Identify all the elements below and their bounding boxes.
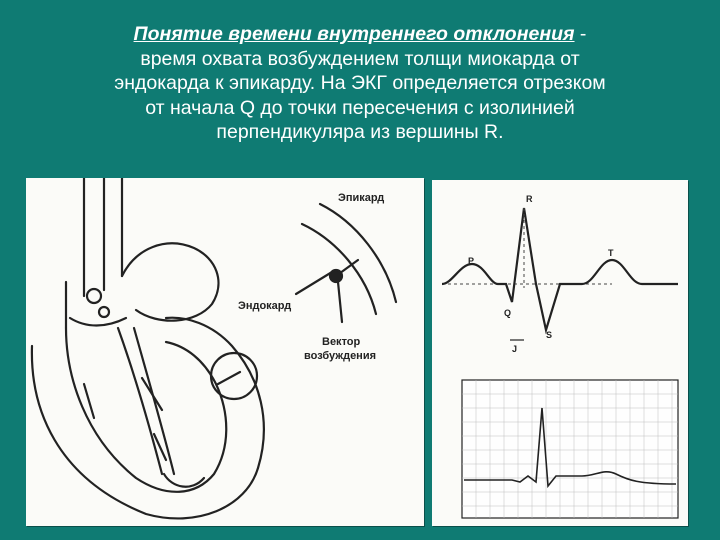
label-endocardium: Эндокард bbox=[238, 300, 292, 312]
label-vector-line2: возбуждения bbox=[304, 350, 377, 362]
title-line-3: эндокарда к эпикарду. На ЭКГ определяетс… bbox=[114, 72, 606, 94]
heart-diagram-panel: Эпикард Эндокард Вектор возбуждения bbox=[26, 178, 424, 526]
ecg-panel: R P T Q S J bbox=[432, 180, 688, 526]
title-line-4: от начала Q до точки пересечения с изоли… bbox=[145, 96, 575, 119]
title-line-5: перпендикуляра из вершины R. bbox=[216, 121, 504, 143]
heart-drawing bbox=[30, 178, 398, 520]
title-line-2: время охвата возбуждением толщи миокарда… bbox=[140, 47, 580, 70]
slide-title: Понятие времени внутреннего отклонения -… bbox=[20, 22, 700, 145]
label-vector-line1: Вектор bbox=[322, 336, 361, 348]
title-term: Понятие времени внутреннего отклонения bbox=[133, 23, 575, 45]
ecg-label-s: S bbox=[546, 330, 553, 340]
ecg-label-r: R bbox=[526, 194, 533, 204]
ecg-label-p: P bbox=[468, 256, 475, 266]
title-dash: - bbox=[574, 23, 587, 45]
ecg-label-t: T bbox=[608, 248, 614, 258]
ecg-drawing bbox=[441, 207, 679, 519]
ecg-label-q: Q bbox=[504, 308, 512, 318]
ecg-label-j: J bbox=[512, 344, 518, 354]
label-epicardium: Эпикард bbox=[338, 192, 385, 204]
title-line-1: Понятие времени внутреннего отклонения - bbox=[20, 22, 700, 47]
